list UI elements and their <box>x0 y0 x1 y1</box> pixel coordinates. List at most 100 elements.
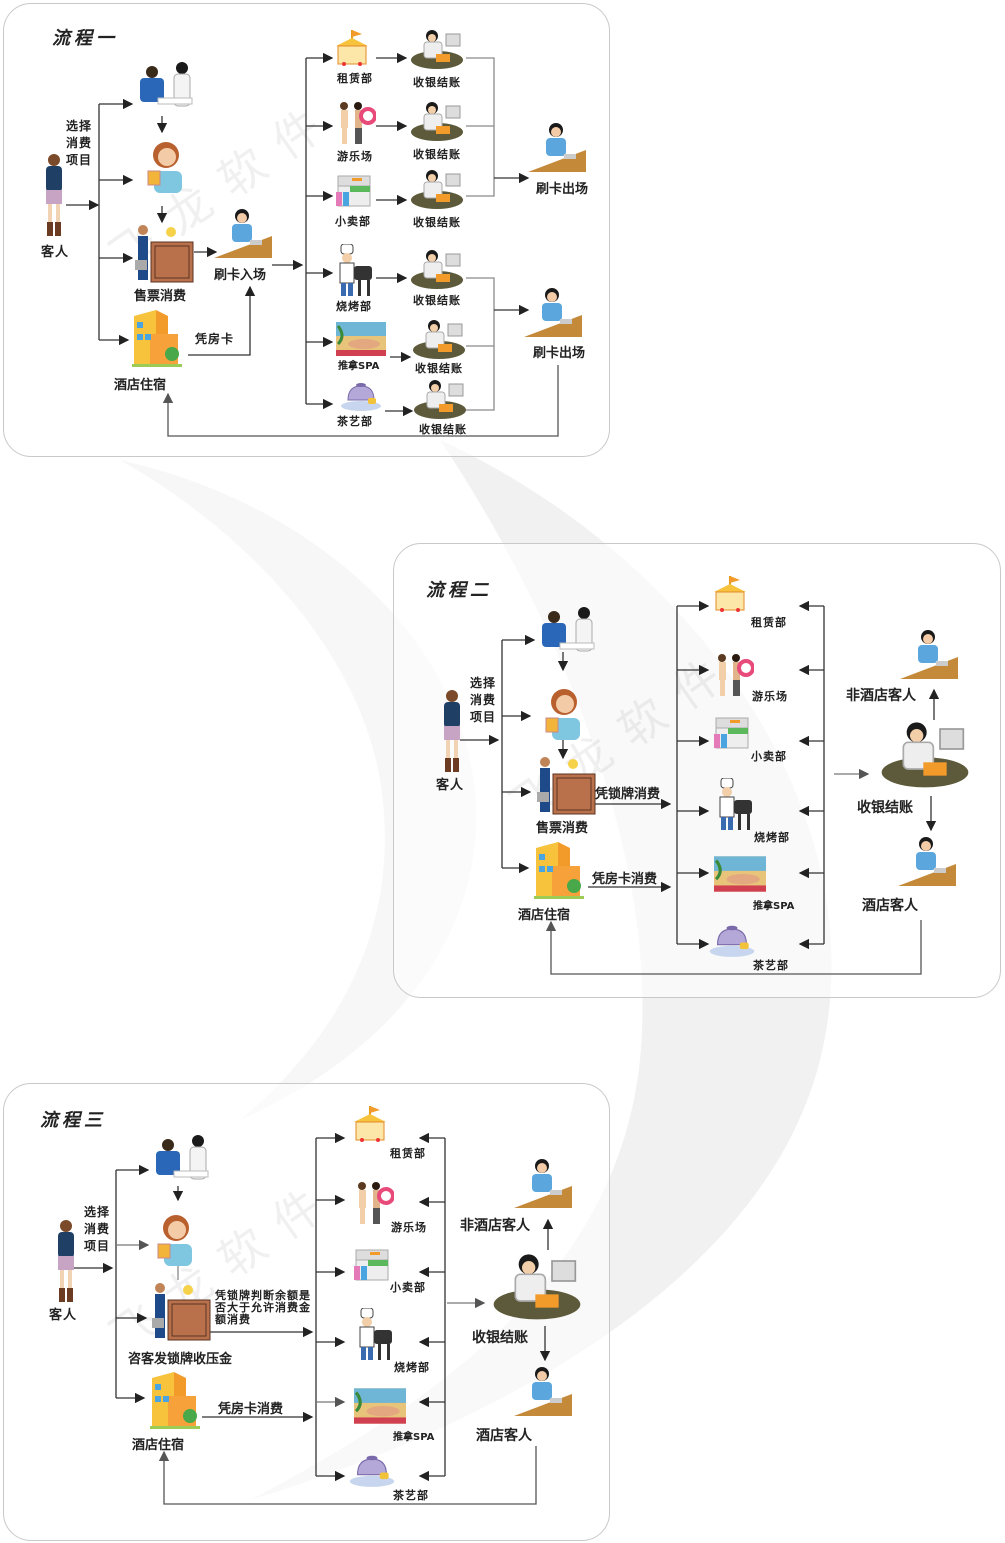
cashier-label: 收银结账 <box>413 216 461 229</box>
cashier-icon <box>412 318 466 364</box>
dept-label: 小卖部 <box>335 215 371 228</box>
ticket-counter-icon <box>133 222 195 288</box>
cashier-icon <box>492 1250 582 1326</box>
hotel-guest-label: 酒店客人 <box>862 898 918 914</box>
bbq-chef-icon <box>714 777 754 836</box>
reception-staff-icon <box>150 1133 216 1187</box>
cashier-icon <box>880 718 970 794</box>
room-card-consume-label: 凭房卡消费 <box>218 1402 284 1417</box>
waitress-drink-icon <box>142 137 186 199</box>
cashier-icon <box>410 248 464 294</box>
massage-spa-icon <box>336 322 386 360</box>
dept-label: 游乐场 <box>337 150 373 163</box>
card-reader-staff-icon <box>514 1156 572 1214</box>
choose-items-label: 选择消费项目 <box>66 119 93 167</box>
dept-label: 租赁部 <box>390 1147 426 1160</box>
ticket-counter-icon <box>535 754 597 820</box>
card-reader-staff-icon <box>898 834 956 892</box>
cashier-label: 收银结账 <box>413 148 461 161</box>
card-reader-staff-icon <box>900 627 958 685</box>
non-hotel-guest-label: 非酒店客人 <box>460 1218 530 1234</box>
bbq-chef-icon <box>354 1307 394 1366</box>
guest-woman-icon <box>40 152 68 242</box>
hotel-stay-label: 酒店住宿 <box>132 1438 185 1453</box>
lock-tag-rule-label: 凭锁牌判断余额是否大于允许消费金额消费 <box>215 1289 311 1326</box>
dept-label: 游乐场 <box>752 690 788 703</box>
amusement-park-icon <box>714 652 755 702</box>
cashier-icon <box>413 378 467 424</box>
flow3-title: 流程三 <box>40 1110 106 1131</box>
dept-label: 小卖部 <box>751 750 787 763</box>
swipe-out-label: 刷卡出场 <box>533 346 586 361</box>
massage-spa-icon <box>354 1388 406 1428</box>
room-card-consume-label: 凭房卡消费 <box>592 872 658 887</box>
massage-spa-icon <box>714 856 766 896</box>
dept-label: 烧烤部 <box>754 831 790 844</box>
room-card-label: 凭房卡 <box>195 332 235 346</box>
cashier-label: 收银结账 <box>413 294 461 307</box>
dept-label: 推拿SPA <box>753 901 795 912</box>
dept-label: 游乐场 <box>391 1221 427 1234</box>
cashier-label: 收银结账 <box>415 362 463 375</box>
hotel-building-icon <box>530 838 586 904</box>
swipe-out-label: 刷卡出场 <box>536 182 589 197</box>
reception-staff-icon <box>536 605 602 659</box>
hotel-guest-label: 酒店客人 <box>476 1428 532 1444</box>
hotel-stay-label: 酒店住宿 <box>114 378 167 393</box>
cashier-label: 收银结账 <box>472 1330 528 1346</box>
card-reader-staff-icon <box>528 120 586 178</box>
hotel-stay-label: 酒店住宿 <box>518 908 571 923</box>
dept-label: 茶艺部 <box>393 1489 429 1502</box>
non-hotel-guest-label: 非酒店客人 <box>846 688 916 704</box>
tea-dept-icon <box>340 376 382 416</box>
guest-label: 客人 <box>49 1308 78 1323</box>
rental-dept-icon <box>352 1106 388 1148</box>
guest-label: 客人 <box>436 778 465 793</box>
amusement-park-icon <box>354 1180 395 1230</box>
hotel-building-icon <box>146 1368 202 1434</box>
dept-label: 烧烤部 <box>336 300 372 313</box>
dept-label: 烧烤部 <box>394 1361 430 1374</box>
choose-items-label: 选择消费项目 <box>470 676 497 724</box>
card-reader-staff-icon <box>214 206 272 264</box>
dept-label: 租赁部 <box>751 616 787 629</box>
hotel-building-icon <box>128 306 184 372</box>
tea-dept-icon <box>708 918 756 962</box>
rental-dept-icon <box>712 576 748 618</box>
cashier-label: 收银结账 <box>857 800 913 816</box>
rental-dept-icon <box>334 30 370 72</box>
cashier-icon <box>410 100 464 146</box>
dept-label: 推拿SPA <box>393 1432 435 1443</box>
dept-label: 茶艺部 <box>337 415 373 428</box>
flow1-title: 流程一 <box>52 28 118 49</box>
card-reader-staff-icon <box>514 1364 572 1422</box>
flow2-title: 流程二 <box>426 580 492 601</box>
dept-label: 茶艺部 <box>753 959 789 972</box>
guest-woman-icon <box>52 1218 80 1308</box>
reception-staff-icon <box>134 60 200 114</box>
bbq-chef-icon <box>334 243 374 302</box>
dept-label: 推拿SPA <box>338 361 380 372</box>
lock-tag-consume-label: 凭锁牌消费 <box>595 787 661 802</box>
choose-items-label: 选择消费项目 <box>84 1205 111 1253</box>
cashier-icon <box>410 168 464 214</box>
swipe-in-label: 刷卡入场 <box>214 268 267 283</box>
amusement-park-icon <box>336 100 377 150</box>
dept-label: 小卖部 <box>390 1281 426 1294</box>
cashier-label: 收银结账 <box>413 76 461 89</box>
waitress-drink-icon <box>152 1210 196 1272</box>
kiosk-shop-icon <box>712 714 752 756</box>
ticket-sale-label: 售票消费 <box>134 289 187 304</box>
card-reader-staff-icon <box>524 285 582 343</box>
ticket-counter-icon <box>150 1280 212 1346</box>
kiosk-shop-icon <box>334 172 374 214</box>
waitress-drink-icon <box>540 684 584 746</box>
ticket-sale-label: 售票消费 <box>536 821 589 836</box>
guest-label: 客人 <box>41 245 70 260</box>
tea-dept-icon <box>348 1448 396 1492</box>
cashier-label: 收银结账 <box>419 423 467 436</box>
kiosk-shop-icon <box>352 1246 392 1288</box>
